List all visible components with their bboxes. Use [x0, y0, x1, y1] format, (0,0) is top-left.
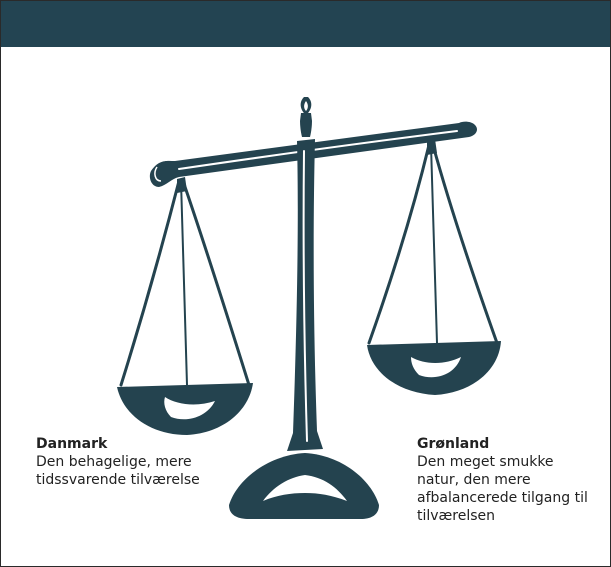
- caption-danmark: Danmark Den behagelige, mere tidssvarend…: [36, 435, 211, 489]
- scale-finial: [300, 97, 312, 115]
- caption-danmark-description: Den behagelige, mere tidssvarende tilvær…: [36, 454, 200, 488]
- scale-beam-end-left: [154, 166, 162, 182]
- right-pan-highlight: [411, 357, 461, 378]
- right-pan-strings: [367, 143, 499, 345]
- caption-danmark-title: Danmark: [36, 436, 108, 452]
- scale-base-highlight: [263, 475, 347, 501]
- caption-gronland-title: Grønland: [417, 436, 490, 452]
- left-pan-hook: [177, 177, 187, 193]
- scale-finial-neck: [300, 113, 312, 137]
- header-bar: [1, 1, 610, 47]
- scale-pillar-highlight: [302, 150, 308, 442]
- left-pan-strings: [119, 179, 251, 387]
- caption-gronland: Grønland Den meget smukke natur, den mer…: [417, 435, 597, 525]
- caption-gronland-description: Den meget smukke natur, den mere afbalan…: [417, 454, 588, 524]
- left-pan-highlight: [164, 397, 215, 420]
- right-pan-hook: [427, 139, 437, 155]
- scale-beam-highlight: [178, 130, 458, 170]
